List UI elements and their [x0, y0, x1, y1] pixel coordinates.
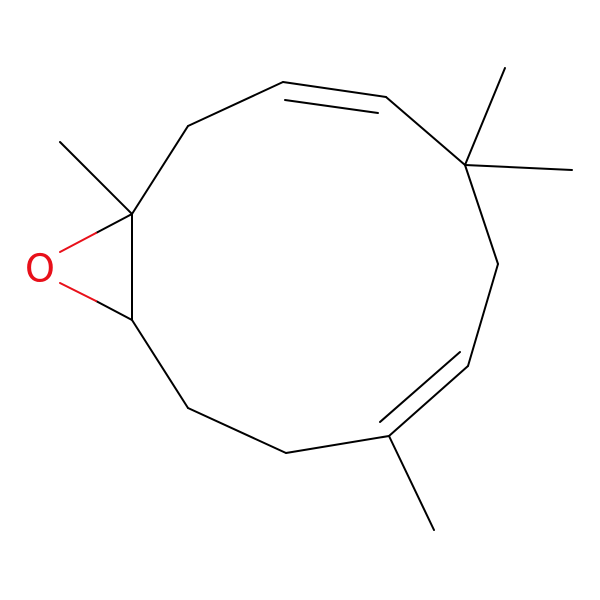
bond-c7-c8: [388, 365, 469, 437]
bond-methyl-c1: [59, 141, 133, 215]
bond-c7-c8-double: [379, 351, 461, 423]
bond-c3-c4: [282, 81, 387, 98]
bond-c8-c9: [285, 435, 390, 454]
bond-c6-c7: [467, 263, 499, 367]
bond-c5-methyl-a: [464, 67, 506, 166]
bond-c4-c5: [385, 96, 466, 166]
bond-c8-methyl: [388, 435, 435, 531]
bond-c1-c2: [131, 125, 189, 215]
bond-c9-c10: [187, 407, 287, 454]
bond-c11-o-carbon-half: [95, 300, 133, 321]
bond-c10-c11: [131, 319, 189, 409]
bond-c5-methyl-b: [464, 164, 573, 171]
bond-c3-c4-double: [284, 99, 379, 114]
oxygen-atom-label: O: [25, 247, 55, 291]
bond-c5-c6: [464, 164, 499, 265]
bond-c1-o-carbon-half: [95, 213, 133, 234]
bond-c1-o-oxygen-half: [59, 232, 97, 253]
bond-c2-c3: [187, 81, 284, 127]
bond-c11-o-oxygen-half: [59, 282, 97, 302]
